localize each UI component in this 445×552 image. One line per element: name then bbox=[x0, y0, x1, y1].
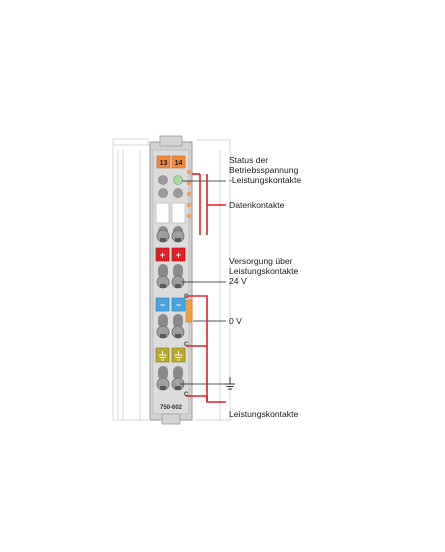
terminal-number-13: 13 bbox=[160, 160, 168, 167]
clamp-group-1 bbox=[156, 226, 185, 243]
minus-symbol-left: − bbox=[160, 300, 165, 310]
slot-mark-3: C bbox=[184, 392, 189, 398]
status-label-line3: -Leistungskontakte bbox=[229, 175, 301, 185]
callout-lines bbox=[180, 180, 226, 385]
leistungskontakte-label: Leistungskontakte bbox=[229, 409, 298, 419]
plus-symbol-left: + bbox=[160, 250, 165, 260]
minus-symbol-right: − bbox=[176, 300, 181, 310]
slot-mark-1: C bbox=[184, 294, 189, 300]
plus-terminals: + + bbox=[155, 247, 186, 262]
ground-icon bbox=[225, 377, 235, 390]
ground-terminals bbox=[155, 347, 186, 363]
plus-symbol-right: + bbox=[176, 250, 181, 260]
model-number: 750-602 bbox=[160, 405, 183, 411]
clamp-group-3: C bbox=[156, 314, 189, 348]
contact-lines bbox=[186, 173, 226, 403]
versorgung-label-line3: 24 V bbox=[229, 276, 247, 286]
module-housing bbox=[149, 135, 193, 425]
zero-volt-label: 0 V bbox=[229, 316, 242, 326]
clamp-group-4: C bbox=[156, 366, 189, 398]
slot-mark-2: C bbox=[184, 342, 189, 348]
status-label-line1: Status der bbox=[229, 155, 268, 165]
data-contact-area bbox=[155, 170, 191, 224]
labels: Status der Betriebsspannung -Leistungsko… bbox=[229, 155, 301, 419]
led-row bbox=[158, 175, 183, 198]
minus-terminals: − − bbox=[155, 297, 193, 323]
status-label-line2: Betriebsspannung bbox=[229, 165, 298, 175]
versorgung-label-line2: Leistungskontakte bbox=[229, 266, 298, 276]
status-led-icon bbox=[173, 175, 183, 185]
terminal-number-tags: 13 14 bbox=[156, 155, 186, 169]
terminal-number-14: 14 bbox=[175, 160, 183, 167]
versorgung-label-line1: Versorgung über bbox=[229, 256, 293, 266]
datenkontakte-label: Datenkontakte bbox=[229, 200, 285, 210]
